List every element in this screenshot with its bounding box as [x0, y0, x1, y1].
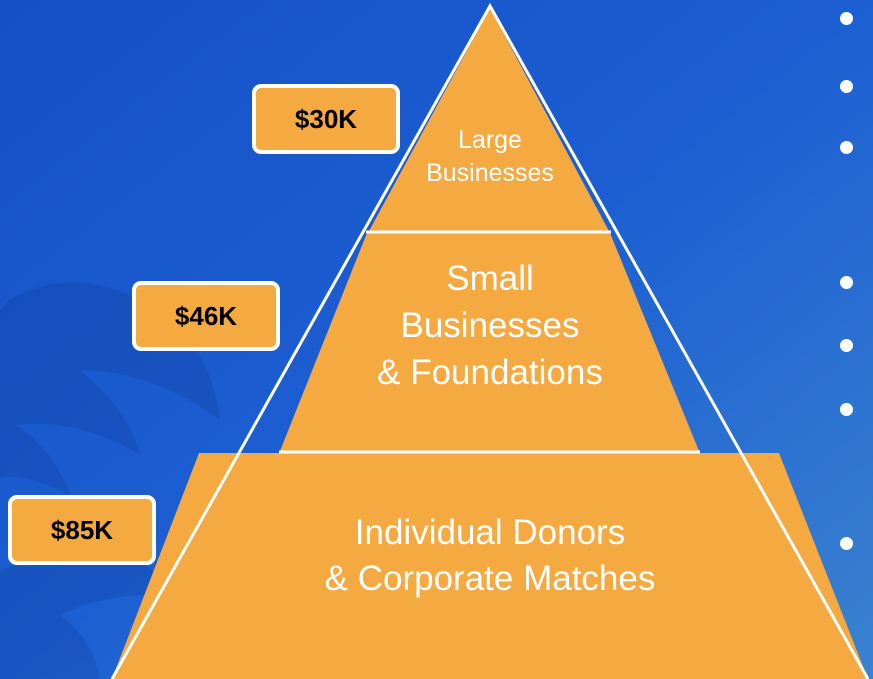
bullet-point: [840, 339, 853, 352]
tier-small-line3: & Foundations: [377, 352, 603, 392]
amount-badge-small: $46K: [132, 281, 280, 351]
tier-small-line1: Small: [446, 259, 534, 298]
bullet-point: [840, 403, 853, 416]
bullet-point: [840, 80, 853, 93]
bullet-point: [840, 12, 853, 25]
bullet-point: [840, 276, 853, 289]
tier-individual-shape: [112, 453, 868, 679]
tier-individual-label: Individual Donors & Corporate Matches: [230, 510, 750, 601]
tier-small-line2: Businesses: [400, 305, 580, 345]
tier-individual-line2: & Corporate Matches: [324, 558, 656, 598]
bullet-point: [840, 537, 853, 550]
tier-large-label: Large Businesses: [380, 124, 600, 190]
tier-small-label: Small Businesses & Foundations: [330, 256, 650, 397]
pyramid-outline: [110, 2, 870, 679]
tier-small-shape: [280, 233, 699, 451]
tier-individual-line1: Individual Donors: [354, 513, 626, 552]
amount-badge-individual: $85K: [8, 495, 156, 565]
tier-large-line2: Businesses: [426, 159, 554, 187]
bullet-point: [840, 141, 853, 154]
tier-large-line1: Large: [458, 126, 522, 154]
amount-badge-large: $30K: [252, 84, 400, 154]
tier-large-shape: [369, 8, 609, 231]
